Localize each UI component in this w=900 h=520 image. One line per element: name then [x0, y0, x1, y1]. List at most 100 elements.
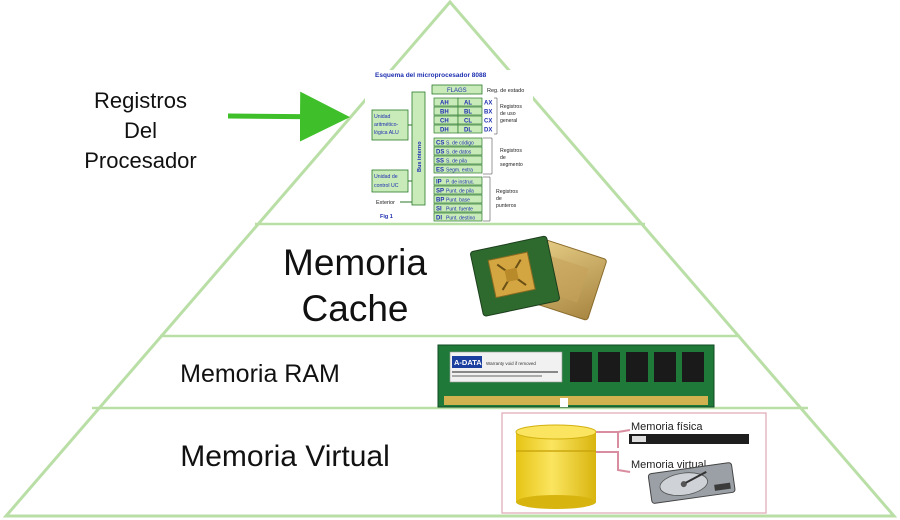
registros-line-1: Registros [94, 88, 187, 113]
pointer-register-desc: P. de instruc. [446, 180, 475, 186]
pointer-register-code: DI [436, 216, 442, 222]
alu-box [371, 109, 409, 141]
general-register-hi-label: BH [440, 110, 449, 116]
cache-line-2: Cache [301, 288, 409, 329]
memoria-fisica-label: Memoria física [631, 421, 703, 433]
pointer-register [433, 194, 483, 204]
pointer-note-1: Registros [496, 189, 518, 195]
general-note-3: general [500, 118, 517, 124]
ram-brand-badge [452, 356, 482, 368]
general-register-pair-label: CX [484, 119, 492, 125]
pointer-register-desc: Punt. de pila [446, 189, 474, 195]
alu-line-1: Unidad [374, 114, 391, 120]
registros-del-procesador-label: Registros Del Procesador [58, 86, 223, 176]
pointer-register-code: SP [436, 189, 444, 195]
ram-chip-3 [626, 352, 648, 382]
register-schema: Esquema del microprocesador 8088 FLAGS R… [365, 70, 533, 222]
segment-register [433, 155, 483, 165]
general-register-lo [457, 106, 483, 116]
segment-register [433, 146, 483, 156]
registros-line-2: Del [123, 118, 157, 143]
segment-note-1: Registros [500, 148, 522, 154]
physical-ram-strip [629, 434, 749, 444]
pointer-arrow [227, 91, 350, 142]
control-line-1: Unidad de [374, 174, 398, 180]
pointer-register [433, 176, 483, 186]
general-register-lo [457, 97, 483, 107]
pointer-note-2: de [496, 196, 502, 202]
segment-register-desc: S. de código [446, 141, 474, 147]
general-register-lo-label: CL [464, 119, 472, 125]
memoria-virtual-label-main: Memoria Virtual [180, 440, 390, 473]
alu-line-3: lógica ALU [374, 130, 399, 136]
general-register-hi-label: CH [440, 119, 449, 125]
memoria-cache-label: Memoria Cache [250, 240, 460, 332]
segment-register [433, 137, 483, 147]
pointer-register [433, 203, 483, 213]
pointer-register [433, 185, 483, 195]
general-note-1: Registros [500, 104, 522, 110]
pointer-register-code: BP [436, 198, 444, 204]
pointer-register-desc: Punt. fuente [446, 207, 473, 213]
segment-note-3: segmento [500, 162, 523, 168]
virtual-memory-inset: Memoria física Memoria virtual [501, 412, 767, 514]
bus-label: Bus interno [417, 141, 423, 172]
flags-register [431, 84, 483, 95]
general-register-hi-label: AH [440, 101, 449, 107]
pointer-register-code: SI [436, 207, 442, 213]
cache-line-1: Memoria [283, 242, 427, 283]
pointer-register-desc: Punt. base [446, 198, 470, 204]
schema-title: Esquema del microprocesador 8088 [375, 72, 487, 79]
segment-register-code: DS [436, 150, 444, 156]
general-register-pair-label: AX [484, 101, 492, 107]
alu-line-2: aritmético- [374, 122, 398, 128]
general-registers: AH AL AX BH BL BX CH CL CX DH DL DX [433, 97, 498, 135]
flags-note: Reg. de estado [487, 88, 524, 94]
general-register-lo-label: BL [464, 110, 472, 116]
pointer-register-code: IP [436, 180, 442, 186]
exterior-label: Exterior [376, 200, 395, 206]
segment-register-desc: S. de pila [446, 159, 467, 165]
segment-note-2: de [500, 155, 506, 161]
ram-sticker-text: Warranty void if removed [486, 361, 536, 366]
segment-register-code: SS [436, 159, 444, 165]
cpu-chip-front [470, 235, 560, 317]
figure-label: Fig 1 [380, 214, 393, 220]
memoria-ram-label: Memoria RAM [180, 360, 340, 388]
ram-chip-2 [598, 352, 620, 382]
pointer-register-desc: Punt. destino [446, 216, 475, 222]
general-register-pair-label: DX [484, 128, 492, 134]
storage-cylinder [515, 424, 597, 509]
mapping-lines [596, 429, 631, 473]
control-line-2: control UC [374, 183, 399, 189]
general-register-lo-label: AL [464, 101, 472, 107]
segment-register-code: CS [436, 141, 444, 147]
ram-contacts [444, 396, 708, 405]
ram-chip-5 [682, 352, 704, 382]
general-register-lo [457, 124, 483, 134]
hard-disk-image [647, 462, 736, 504]
general-register-pair-label: BX [484, 110, 492, 116]
pointer-note-3: punteros [496, 203, 517, 209]
general-note-2: de uso [500, 111, 516, 117]
ram-module-image: A-DATA Warranty void if removed [437, 344, 715, 408]
ram-notch [560, 398, 568, 407]
segment-register-desc: S. de datos [446, 150, 472, 156]
segment-register-desc: Segm. extra [446, 168, 473, 174]
general-register-lo-label: DL [464, 128, 472, 134]
segment-register [433, 164, 483, 174]
cpu-chip-image [470, 235, 607, 321]
internal-bus [411, 91, 426, 206]
general-register-hi-label: DH [440, 128, 449, 134]
ram-brand: A-DATA [454, 358, 482, 367]
segment-register-code: ES [436, 168, 444, 174]
flags-label: FLAGS [447, 88, 467, 94]
ram-chip-4 [654, 352, 676, 382]
ram-chip-1 [570, 352, 592, 382]
registros-line-3: Procesador [84, 148, 197, 173]
